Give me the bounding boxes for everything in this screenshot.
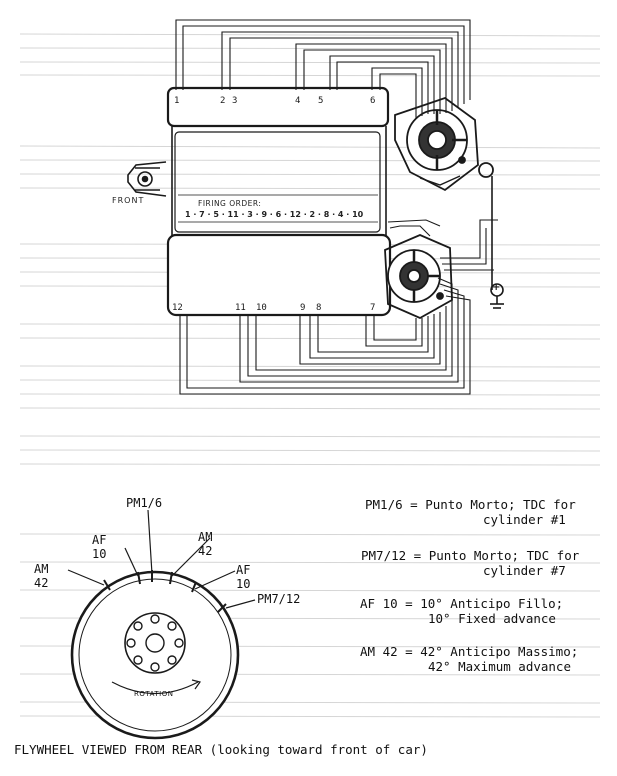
- cylinder-9-label: 9: [300, 303, 306, 313]
- legend-pm7-12-line2: cylinder #7: [483, 563, 566, 578]
- rotation-arrowhead: [191, 679, 202, 690]
- rotation-arc: [111, 681, 199, 695]
- pm7-12-label: PM7/12: [257, 592, 301, 606]
- legend-am42-line1: AM 42 = 42° Anticipo Massimo;: [360, 644, 579, 659]
- legend-pm7-12: PM7/12 = Punto Morto; TDC for cylinder #…: [361, 548, 579, 578]
- top-cylinder-bank: [166, 86, 390, 128]
- cylinder-8-label: 8: [316, 303, 322, 313]
- cylinder-3-label: 3: [232, 96, 238, 106]
- legend-pm7-12-line1: PM7/12 = Punto Morto; TDC for: [361, 548, 580, 563]
- cylinder-6-label: 6: [370, 96, 376, 106]
- cylinder-1-label: 1: [174, 96, 180, 106]
- cylinder-7-label: 7: [370, 303, 376, 313]
- legend-pm1-6-line2: cylinder #1: [483, 512, 566, 527]
- firing-order-sequence: 1 · 7 · 5 · 11 · 3 · 9 · 6 · 12 · 2 · 8 …: [185, 210, 364, 219]
- front-cover: [127, 161, 167, 197]
- legend-am42: AM 42 = 42° Anticipo Massimo; 42° Maximu…: [360, 644, 578, 674]
- legend-am42-line2: 42° Maximum advance: [428, 659, 571, 674]
- flywheel-rim: [70, 570, 240, 740]
- figure-caption: FLYWHEEL VIEWED FROM REAR (looking towar…: [14, 742, 428, 757]
- timing-mark-ticks: [103, 570, 227, 613]
- legend-af10: AF 10 = 10° Anticipo Fillo; 10° Fixed ad…: [360, 596, 563, 626]
- distributor-upper: [394, 96, 494, 192]
- cylinder-5-label: 5: [318, 96, 324, 106]
- timing-mark-leaders: [67, 509, 256, 609]
- legend-pm1-6: PM1/6 = Punto Morto; TDC for cylinder #1: [365, 497, 576, 527]
- pm1-6-label: PM1/6: [126, 496, 163, 510]
- ground-symbol: +: [492, 282, 501, 293]
- cylinder-2-label: 2: [220, 96, 226, 106]
- firing-order-label: FIRING ORDER:: [198, 199, 262, 208]
- ignition-leads-bottom: [179, 219, 498, 395]
- cylinder-4-label: 4: [295, 96, 301, 106]
- coil-ground: [490, 176, 504, 309]
- distributor-lower: [384, 234, 453, 320]
- legend-af10-line1: AF 10 = 10° Anticipo Fillo;: [360, 596, 564, 611]
- legend-af10-line2: 10° Fixed advance: [428, 611, 556, 626]
- am42-top-label: AM 42: [198, 530, 213, 558]
- am42-left-label: AM 42: [34, 562, 49, 590]
- rotation-label: ROTATION: [134, 690, 174, 698]
- af10-left-label: AF 10: [92, 533, 107, 561]
- front-label: FRONT: [112, 196, 145, 205]
- legend-pm1-6-line1: PM1/6 = Punto Morto; TDC for: [365, 497, 576, 512]
- ignition-leads-top: [175, 19, 471, 118]
- cylinder-12-label: 12: [172, 303, 183, 313]
- flywheel-inner-ring: [78, 578, 232, 732]
- cylinder-11-label: 11: [235, 303, 246, 313]
- cylinder-10-label: 10: [256, 303, 267, 313]
- af10-right-label: AF 10: [236, 563, 251, 591]
- engine-block: [171, 126, 387, 236]
- flywheel-hub: [124, 612, 186, 674]
- flywheel-bolt-holes: [126, 614, 184, 672]
